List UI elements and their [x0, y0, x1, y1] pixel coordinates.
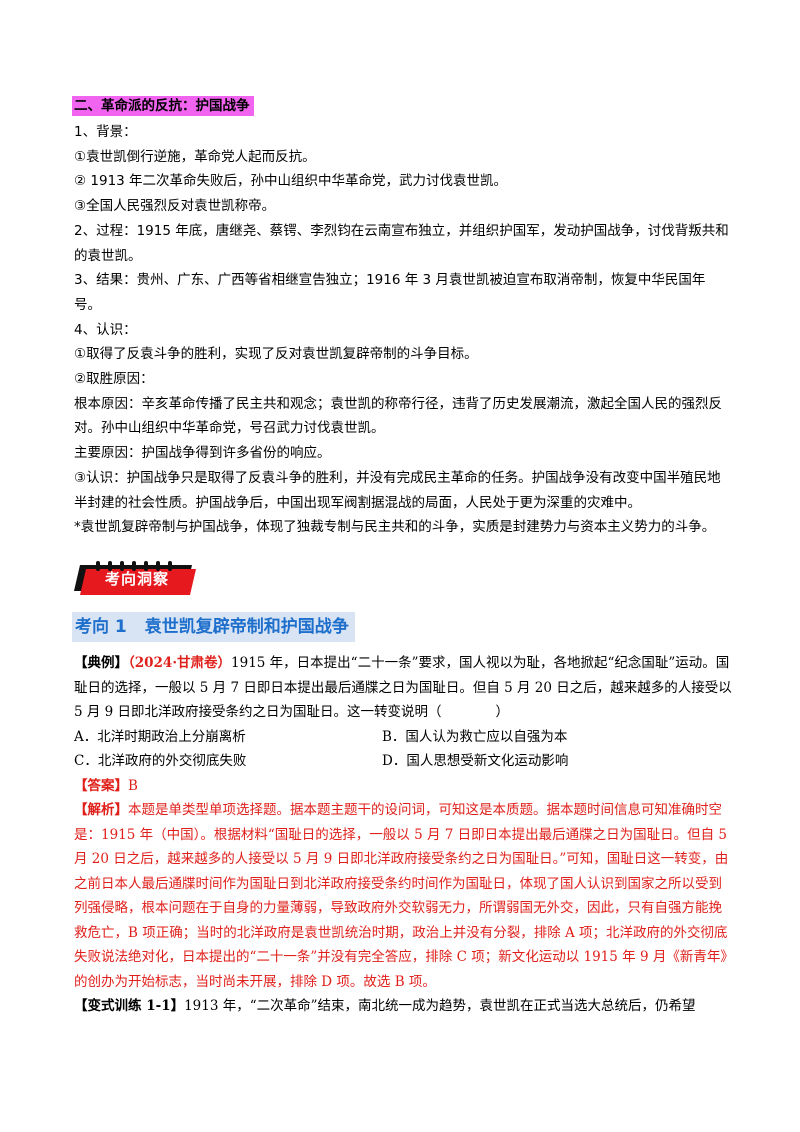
- paragraph: 1、背景：: [74, 124, 137, 140]
- example-question: 【典例】（2024·甘肃卷）1915 年，日本提出“二十一条”要求，国人视以为耻…: [74, 651, 734, 1019]
- training-label: 【变式训练 1-1】: [74, 998, 185, 1014]
- paragraph: ③全国人民强烈反对袁世凯称帝。: [74, 198, 276, 215]
- training-line: 【变式训练 1-1】1913 年，“二次革命”结束，南北统一成为趋势，袁世凯在正…: [74, 994, 734, 1019]
- question-stem: 【典例】（2024·甘肃卷）1915 年，日本提出“二十一条”要求，国人视以为耻…: [74, 651, 734, 725]
- topic-title: 袁世凯复辟帝制和护国战争: [144, 617, 349, 637]
- paragraph: 主要原因：护国战争得到许多省份的响应。: [74, 445, 331, 462]
- paragraph: ①取得了反袁斗争的胜利，实现了反对袁世凯复辟帝制的斗争目标。: [74, 346, 478, 363]
- question-source: （2024·甘肃卷）: [128, 655, 232, 671]
- option-a: A．北洋时期政治上分崩离析: [74, 728, 246, 745]
- answer-value: B: [128, 777, 138, 794]
- paragraph: 根本原因：辛亥革命传播了民主共和观念；袁世凯的称帝行径，违背了历史发展潮流，激起…: [74, 395, 722, 437]
- paragraph: 2、过程：1915 年底，唐继尧、蔡锷、李烈钧在云南宣布独立，并组织护国军，发动…: [74, 222, 729, 264]
- question-text: 1915 年，日本提出“二十一条”要求，国人视以为耻，各地掀起“纪念国耻”运动。…: [74, 655, 732, 720]
- section-body: 1、背景： ①袁世凯倒行逆施，革命党人起而反抗。 ② 1913 年二次革命失败后…: [74, 120, 730, 540]
- answer-line: 【答案】B: [74, 774, 734, 799]
- paragraph: 4、认识：: [74, 321, 137, 338]
- topic-number: 考向 1: [75, 617, 127, 637]
- badge-label: 考向洞察: [104, 570, 169, 588]
- option-d: D．国人思想受新文化运动影响: [382, 753, 569, 769]
- topic-heading: 考向 1 袁世凯复辟帝制和护国战争: [72, 612, 355, 642]
- analysis-text: 本题是单类型单项选择题。据本题主题干的设问词，可知这是本质题。据本题时间信息可知…: [74, 802, 734, 990]
- paragraph: ② 1913 年二次革命失败后，孙中山组织中华革命党，武力讨伐袁世凯。: [74, 173, 508, 190]
- example-label: 【典例】: [74, 655, 128, 671]
- analysis-label: 【解析】: [74, 802, 128, 818]
- training-text: 1913 年，“二次革命”结束，南北统一成为趋势，袁世凯在正式当选大总统后，仍希…: [184, 998, 696, 1014]
- paragraph: *袁世凯复辟帝制与护国战争，体现了独裁专制与民主共和的斗争，实质是封建势力与资本…: [74, 519, 716, 536]
- answer-options: A．北洋时期政治上分崩离析 B．国人认为救亡应以自强为本 C．北洋政府的外交彻底…: [74, 725, 734, 774]
- paragraph: ③认识：护国战争只是取得了反袁斗争的胜利，并没有完成民主革命的任务。护国战争没有…: [74, 469, 721, 511]
- badge-ribbon-icon: [74, 561, 196, 595]
- paragraph: 3、结果：贵州、广东、广西等省相继宣告独立；1916 年 3 月袁世凯被迫宣布取…: [74, 272, 706, 313]
- option-b: B．国人认为救亡应以自强为本: [382, 728, 568, 745]
- paragraph: ②取胜原因：: [74, 371, 154, 388]
- option-c: C．北洋政府的外交彻底失败: [74, 753, 247, 769]
- answer-label: 【答案】: [74, 777, 128, 794]
- section-title: 二、革命派的反抗：护国战争: [72, 96, 254, 116]
- section-badge: 考向洞察: [74, 561, 198, 595]
- paragraph: ①袁世凯倒行逆施，革命党人起而反抗。: [74, 148, 316, 165]
- analysis-paragraph: 【解析】本题是单类型单项选择题。据本题主题干的设问词，可知这是本质题。据本题时间…: [74, 798, 734, 994]
